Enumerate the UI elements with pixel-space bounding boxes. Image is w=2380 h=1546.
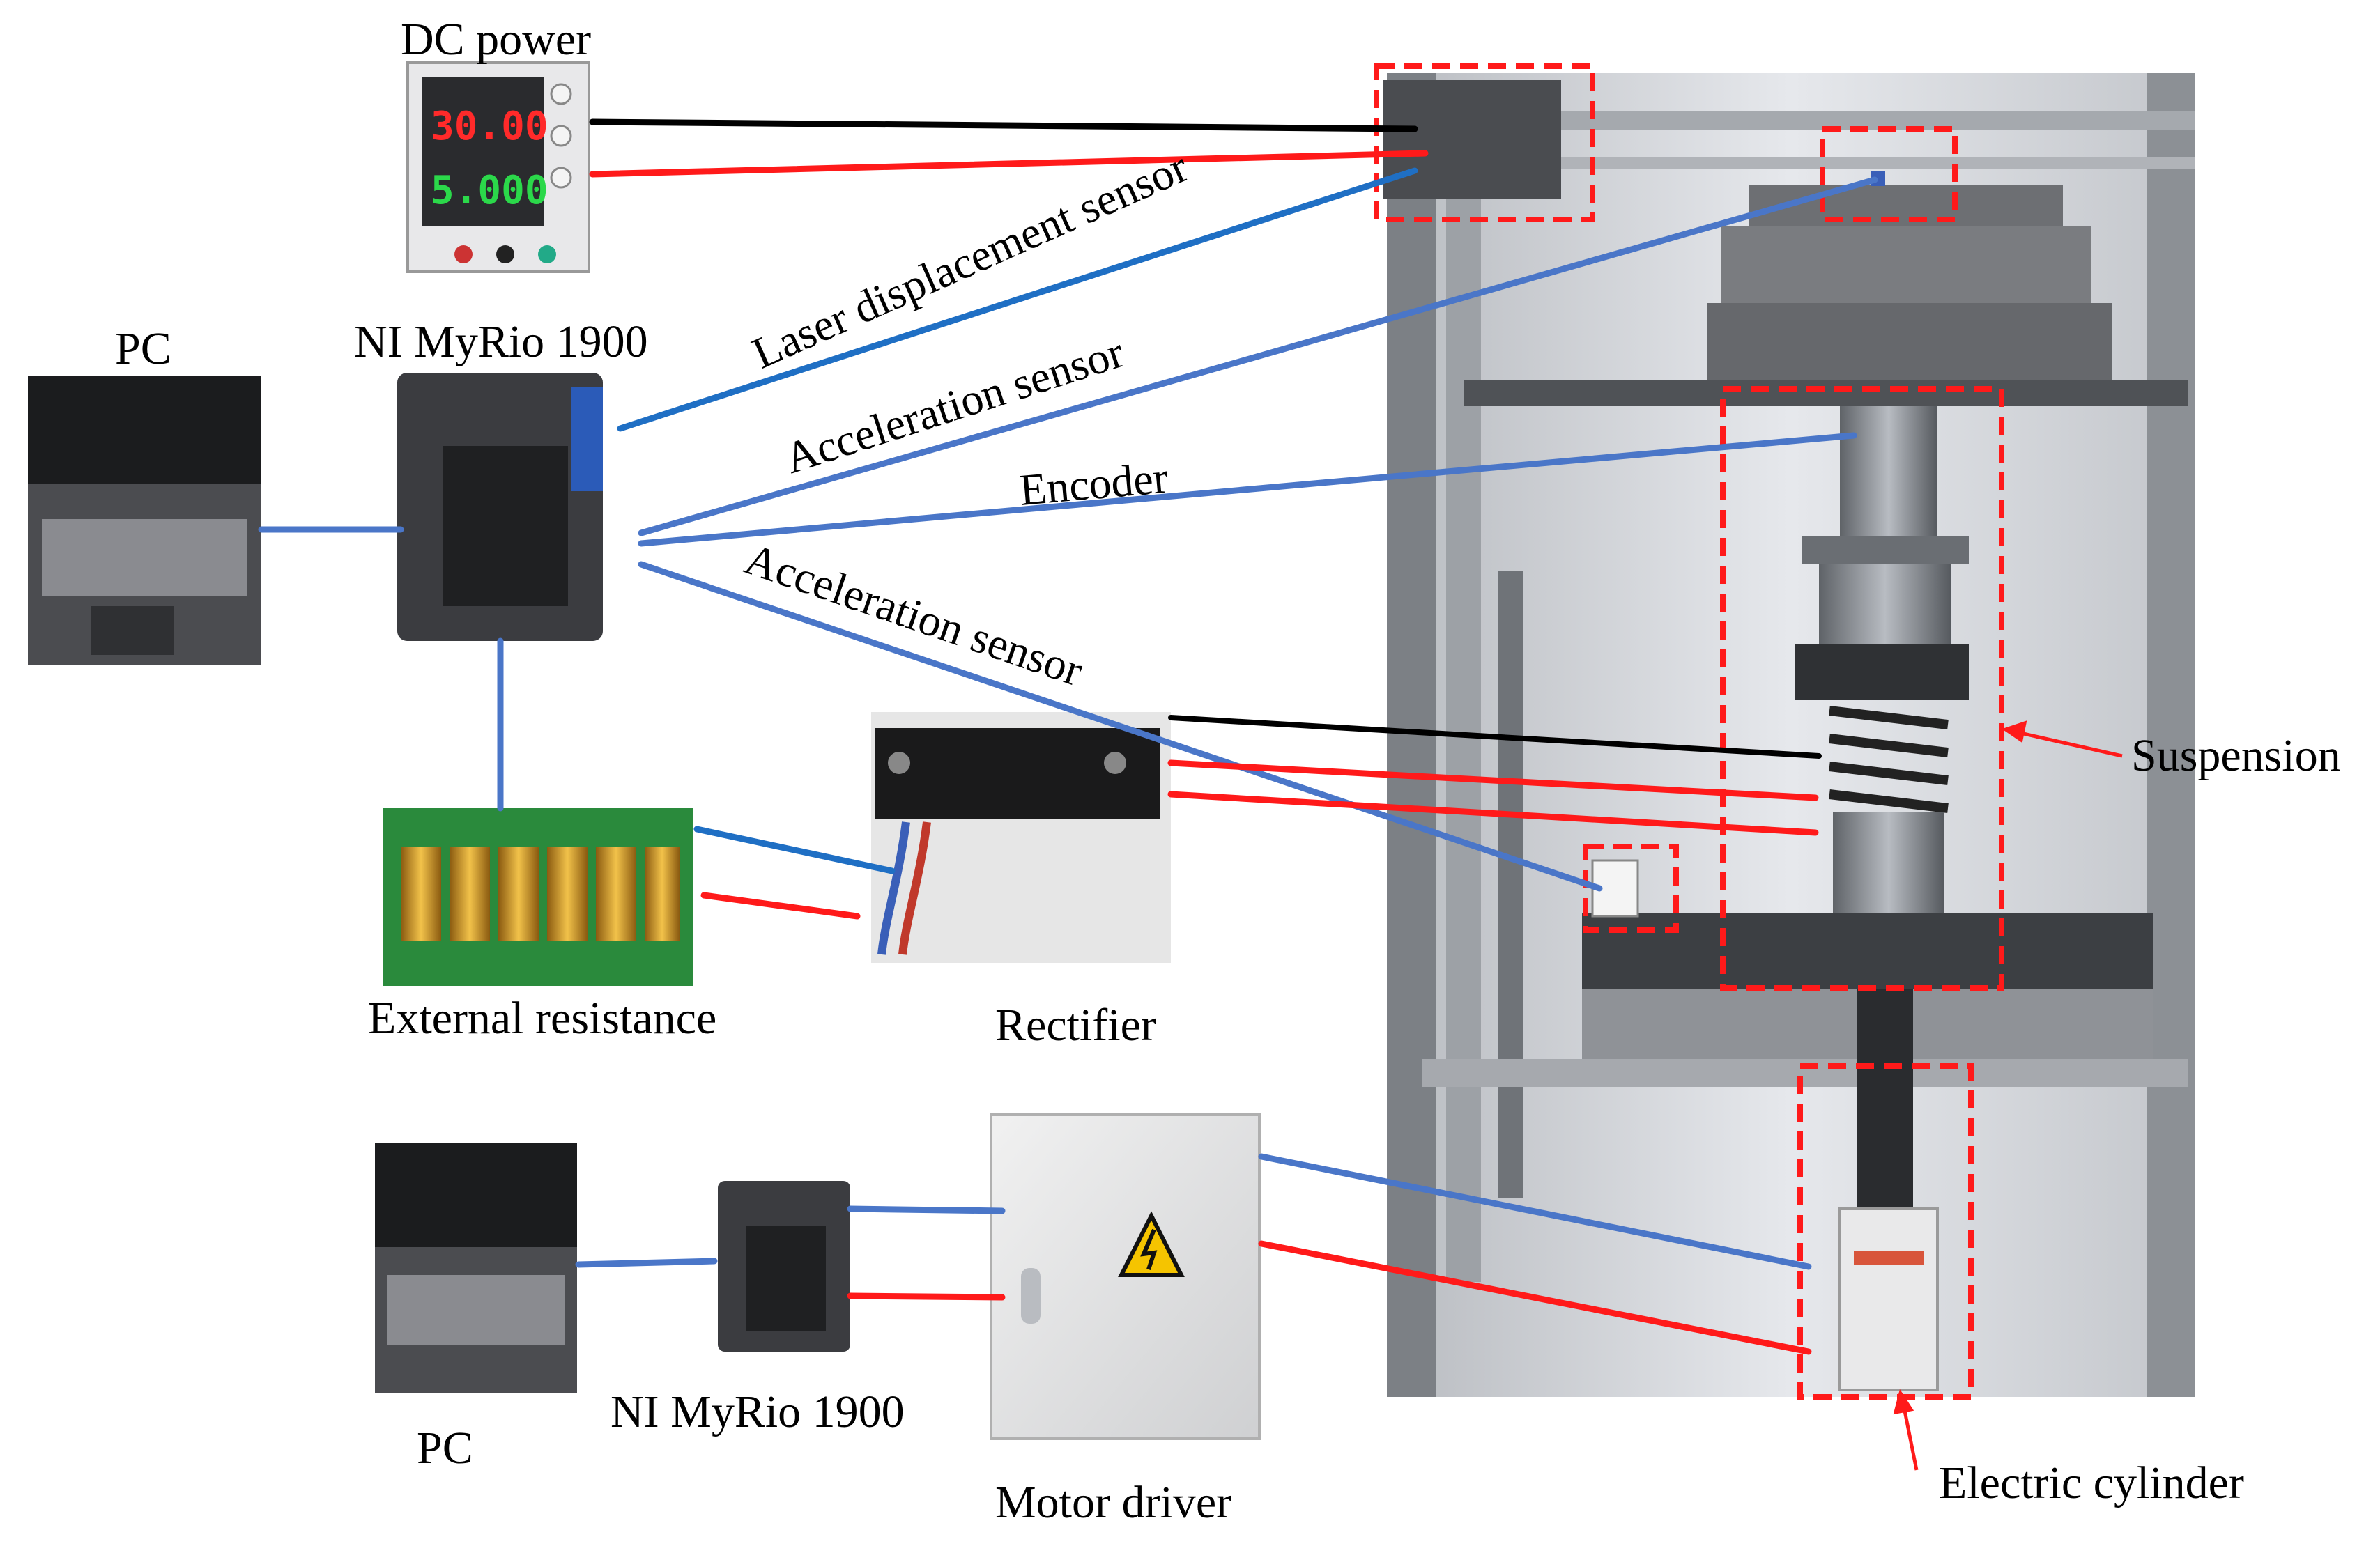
- label-dc-power: DC power: [401, 14, 591, 65]
- myrio-bottom-device: [718, 1181, 850, 1352]
- pc-bottom-laptop: [375, 1143, 577, 1393]
- dc-power-supply: 30.00 5.000: [406, 61, 590, 273]
- laser-sensor-highlight: [1374, 63, 1595, 222]
- label-myrio-top: NI MyRio 1900: [354, 316, 648, 367]
- callout-arrows: [1893, 720, 2123, 1471]
- electric-cylinder-highlight: [1797, 1063, 1974, 1400]
- pc-top-laptop: [28, 376, 261, 665]
- label-encoder: Encoder: [1018, 453, 1170, 515]
- motor-driver-cabinet: [990, 1113, 1261, 1440]
- label-external-resistance: External resistance: [368, 993, 716, 1044]
- label-motor-driver: Motor driver: [995, 1477, 1231, 1528]
- coil-spring: [1829, 706, 1949, 813]
- top-accel-highlight: [1820, 126, 1958, 222]
- wires: [258, 118, 1878, 1355]
- label-suspension: Suspension: [2131, 730, 2341, 781]
- label-pc-bottom: PC: [417, 1423, 473, 1474]
- label-pc-top: PC: [115, 323, 171, 374]
- label-electric-cylinder: Electric cylinder: [1939, 1458, 2244, 1508]
- test-rig-photo: [1374, 63, 2195, 1400]
- rectifier-photo: [871, 712, 1171, 963]
- label-laser-displacement-sensor: Laser displacement sensor: [745, 141, 1195, 378]
- myrio-top-device: [397, 373, 603, 641]
- dc-current-readout: 5.000: [431, 168, 548, 213]
- dc-voltage-readout: 30.00: [431, 104, 548, 149]
- high-voltage-warning-icon: [1118, 1211, 1185, 1277]
- label-myrio-bottom: NI MyRio 1900: [611, 1386, 905, 1437]
- suspension-highlight: [1720, 386, 2004, 991]
- external-resistance-board: [383, 808, 693, 986]
- bottom-accel-highlight: [1583, 844, 1679, 933]
- label-rectifier: Rectifier: [995, 1000, 1156, 1051]
